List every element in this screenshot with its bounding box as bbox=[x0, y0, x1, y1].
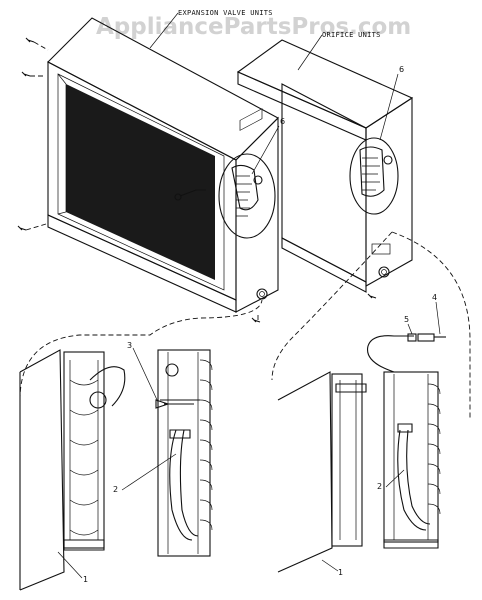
detail-outline-right bbox=[271, 231, 393, 381]
expansion-valve-units-label: EXPANSION VALVE UNITS bbox=[178, 9, 273, 17]
callout-4: 4 bbox=[432, 293, 437, 302]
callout-2-right: 2 bbox=[377, 482, 382, 491]
orifice-unit-cabinet bbox=[236, 39, 414, 299]
callout-1-right: 1 bbox=[338, 568, 343, 577]
callout-5: 5 bbox=[404, 315, 409, 324]
callout-6-left: 6 bbox=[280, 117, 285, 126]
callout-3: 3 bbox=[127, 341, 132, 350]
callout-1-left: 1 bbox=[83, 575, 88, 584]
screw-icon bbox=[367, 293, 377, 299]
screw-icon bbox=[17, 37, 261, 323]
callout-6-right: 6 bbox=[399, 65, 404, 74]
callout-2-left: 2 bbox=[113, 485, 118, 494]
orifice-fitting-assembly bbox=[407, 333, 446, 342]
orifice-coil-detail bbox=[277, 335, 441, 573]
watermark-text: AppliancePartsPros.com bbox=[96, 14, 411, 40]
detail-outline-left bbox=[19, 299, 263, 401]
detail-outline-right-top bbox=[391, 231, 471, 420]
expansion-valve-cabinet bbox=[17, 17, 279, 323]
orifice-units-label: ORIFICE UNITS bbox=[322, 31, 381, 39]
expansion-valve-coil-detail bbox=[19, 349, 213, 591]
